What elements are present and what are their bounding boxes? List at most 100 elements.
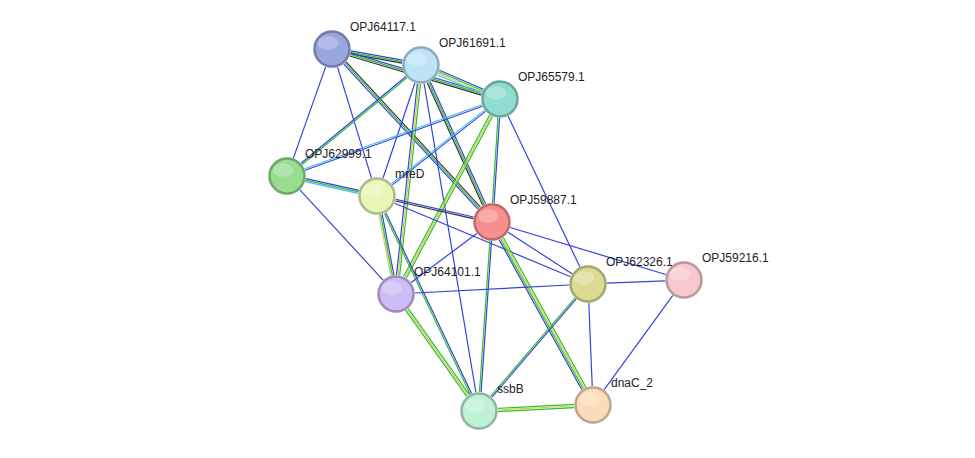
interaction-edge bbox=[379, 214, 394, 275]
protein-label: OPJ65579.1 bbox=[518, 70, 585, 84]
evidence-line bbox=[406, 310, 467, 396]
node-highlight bbox=[465, 398, 486, 411]
interaction-edge bbox=[305, 105, 483, 171]
node-circle bbox=[268, 157, 306, 195]
evidence-line bbox=[492, 299, 576, 397]
protein-node: OPJ64101.1 bbox=[377, 275, 415, 313]
evidence-line bbox=[439, 70, 483, 89]
interaction-edge bbox=[424, 84, 476, 393]
protein-label: OPJ62999.1 bbox=[305, 147, 372, 161]
node-fill bbox=[475, 205, 510, 240]
protein-label: dnaC_2 bbox=[611, 376, 653, 390]
node-fill bbox=[315, 32, 350, 67]
evidence-line bbox=[391, 110, 484, 183]
evidence-line bbox=[293, 67, 325, 158]
protein-label: ssbB bbox=[497, 382, 524, 396]
node-circle bbox=[377, 275, 415, 313]
evidence-line bbox=[502, 238, 585, 388]
node-fill bbox=[379, 277, 414, 312]
protein-label: OPJ59216.1 bbox=[702, 251, 769, 265]
protein-node: dnaC_2 bbox=[574, 386, 612, 424]
node-fill bbox=[576, 388, 611, 423]
node-circle bbox=[569, 265, 607, 303]
node-circle bbox=[460, 392, 498, 430]
evidence-line bbox=[382, 214, 394, 275]
interaction-edge bbox=[480, 241, 492, 392]
protein-node: OPJ65579.1 bbox=[481, 80, 519, 118]
node-highlight bbox=[478, 209, 499, 222]
node-circle bbox=[665, 261, 703, 299]
evidence-line bbox=[305, 105, 482, 169]
evidence-line bbox=[395, 201, 473, 219]
interaction-edge bbox=[301, 77, 407, 165]
evidence-line bbox=[503, 237, 586, 387]
node-circle bbox=[358, 177, 396, 215]
protein-label: mreD bbox=[395, 167, 424, 181]
protein-node: OPJ59887.1 bbox=[473, 203, 511, 241]
protein-node: OPJ62999.1 bbox=[268, 157, 306, 195]
node-highlight bbox=[574, 271, 595, 284]
evidence-line bbox=[302, 78, 407, 165]
node-fill bbox=[571, 267, 606, 302]
node-fill bbox=[462, 394, 497, 429]
interaction-edge bbox=[391, 110, 485, 185]
node-highlight bbox=[382, 281, 403, 294]
node-highlight bbox=[273, 163, 294, 176]
evidence-line bbox=[305, 182, 358, 194]
interaction-edge bbox=[305, 179, 359, 194]
evidence-line bbox=[407, 309, 468, 395]
node-circle bbox=[574, 386, 612, 424]
evidence-line bbox=[439, 72, 483, 91]
evidence-line bbox=[508, 116, 580, 267]
interaction-edge bbox=[293, 67, 325, 158]
evidence-line bbox=[408, 309, 469, 395]
evidence-line bbox=[424, 84, 476, 393]
interaction-edge bbox=[415, 285, 569, 293]
evidence-line bbox=[430, 82, 485, 204]
protein-node: OPJ62326.1 bbox=[569, 265, 607, 303]
node-highlight bbox=[363, 183, 384, 196]
evidence-line bbox=[306, 179, 359, 191]
node-fill bbox=[404, 48, 439, 83]
evidence-line bbox=[404, 115, 490, 276]
evidence-line bbox=[344, 64, 478, 209]
interaction-edge bbox=[404, 115, 493, 278]
protein-node: OPJ61691.1 bbox=[402, 46, 440, 84]
evidence-line bbox=[405, 116, 491, 277]
evidence-line bbox=[604, 295, 673, 389]
evidence-line bbox=[415, 285, 569, 293]
interaction-edge bbox=[406, 309, 470, 397]
node-fill bbox=[270, 159, 305, 194]
node-circle bbox=[481, 80, 519, 118]
evidence-line bbox=[306, 180, 359, 192]
node-fill bbox=[360, 179, 395, 214]
interaction-edge bbox=[498, 404, 574, 411]
node-highlight bbox=[486, 86, 507, 99]
evidence-line bbox=[305, 106, 482, 170]
protein-node: OPJ64117.1 bbox=[313, 30, 351, 68]
evidence-line bbox=[438, 75, 482, 94]
evidence-line bbox=[589, 303, 592, 386]
node-highlight bbox=[407, 52, 428, 65]
evidence-line bbox=[301, 77, 406, 164]
node-circle bbox=[473, 203, 511, 241]
interaction-edge bbox=[492, 118, 499, 203]
evidence-line bbox=[492, 118, 498, 203]
protein-label: OPJ59887.1 bbox=[510, 193, 577, 207]
node-circle bbox=[402, 46, 440, 84]
node-highlight bbox=[579, 392, 600, 405]
interaction-edge bbox=[604, 295, 673, 389]
protein-label: OPJ61691.1 bbox=[439, 36, 506, 50]
evidence-line bbox=[481, 241, 491, 392]
protein-label: OPJ64117.1 bbox=[350, 20, 416, 34]
node-fill bbox=[667, 263, 702, 298]
protein-label: OPJ64101.1 bbox=[414, 265, 481, 279]
protein-node: mreD bbox=[358, 177, 396, 215]
protein-node: OPJ59216.1 bbox=[665, 261, 703, 299]
evidence-line bbox=[498, 408, 574, 412]
evidence-line bbox=[491, 298, 575, 396]
interaction-edge bbox=[438, 70, 484, 93]
node-fill bbox=[483, 82, 518, 117]
